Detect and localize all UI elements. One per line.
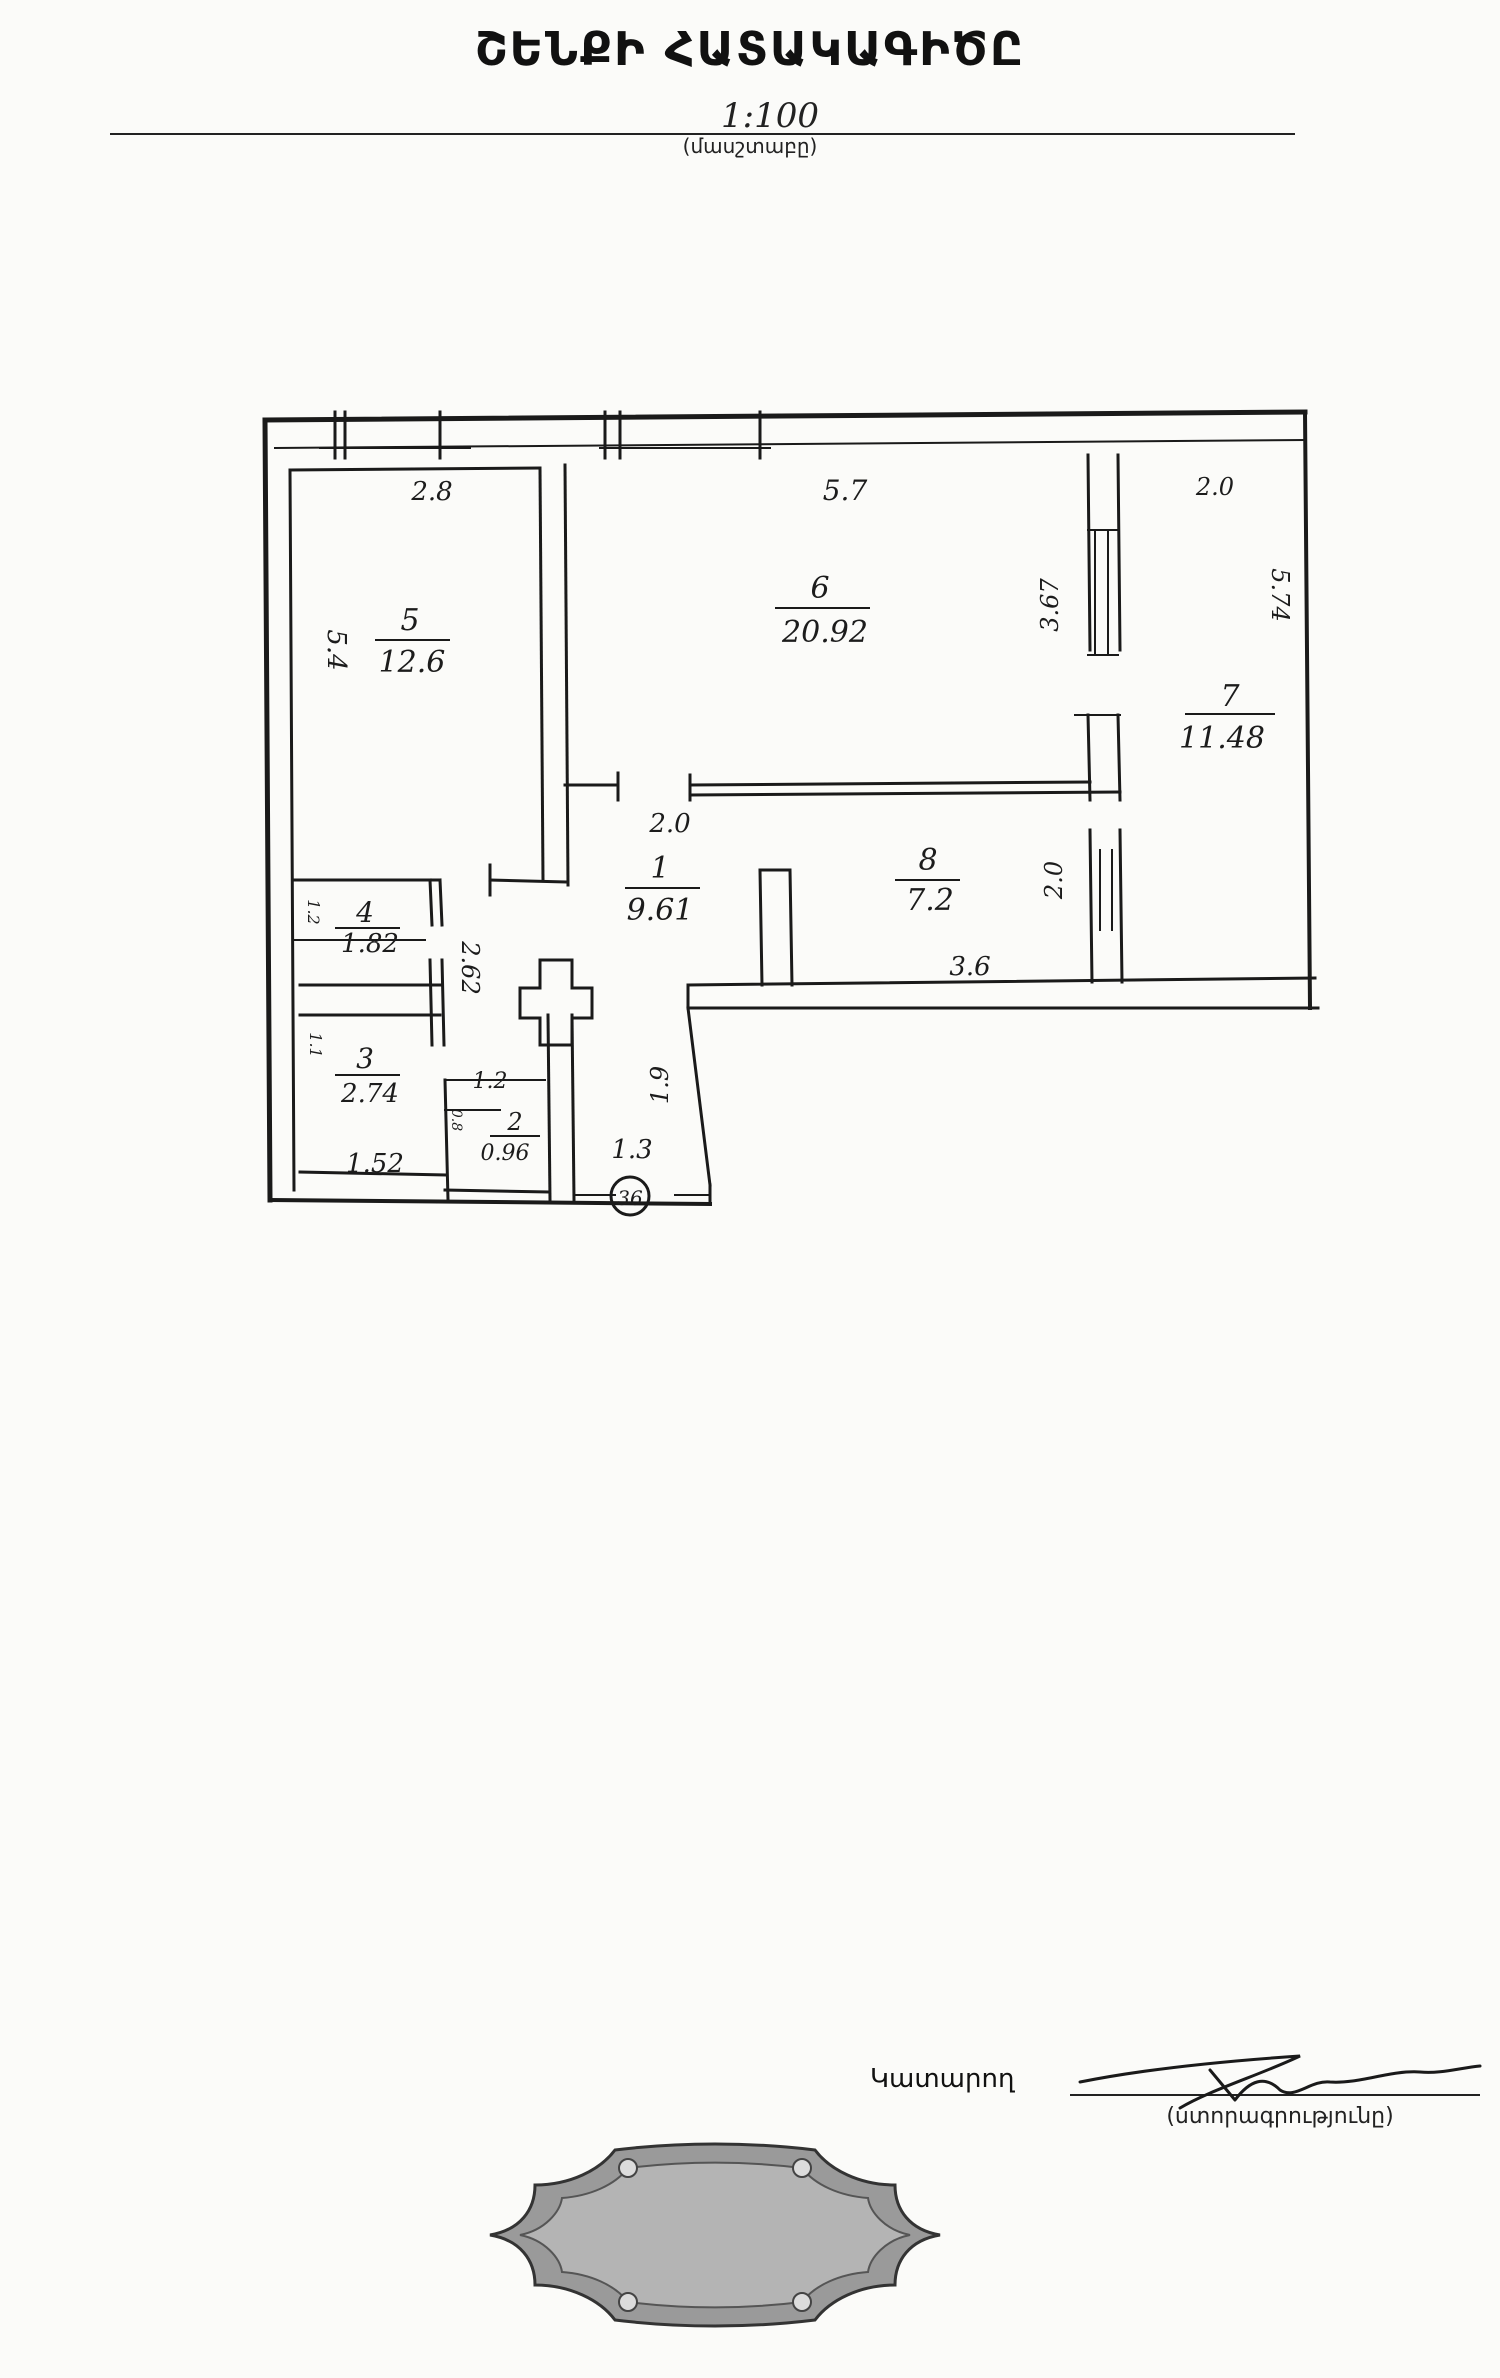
right-wall — [1302, 409, 1313, 1011]
signature-caption: (ստորագրությունը) — [1166, 2104, 1394, 2129]
bottom-wall-right — [686, 976, 1317, 987]
room-3-area: 2.74 — [340, 1079, 399, 1109]
left-wall-inner — [288, 468, 296, 1192]
dim-room5-width: 2.8 — [410, 477, 452, 507]
dim-room7-width: 2.0 — [1195, 473, 1234, 501]
room-2-number: 2 — [506, 1108, 522, 1136]
performer-label: Կատարող — [870, 2064, 1015, 2094]
room-5-number: 5 — [400, 603, 419, 638]
room-5-area: 12.6 — [379, 645, 446, 680]
scale-caption: (մասշտաբը) — [682, 134, 818, 158]
dim-room5-height: 5.4 — [321, 629, 351, 670]
title-rule — [110, 133, 1295, 135]
dim-room8-width: 3.6 — [949, 952, 990, 982]
room-3-number: 3 — [356, 1042, 374, 1075]
floor-plan: 36 1 9.61 2 0.96 3 2.74 4 1.82 5 12.6 6 … — [262, 409, 1320, 1217]
room-4-area: 1.82 — [341, 929, 399, 959]
dim-room4-height: 1.2 — [304, 899, 323, 924]
dim-room8-height: 2.0 — [1040, 861, 1068, 900]
top-wall — [262, 409, 1308, 423]
room-4-number: 4 — [355, 896, 374, 929]
signature-line — [1070, 2094, 1480, 2096]
scale-value: 1:100 — [721, 96, 819, 136]
dim-room6-height: 3.67 — [1036, 578, 1064, 632]
dimension-labels: 2.8 5.7 2.0 5.4 3.67 5.74 2.0 2.0 3.6 2.… — [304, 473, 1294, 1179]
room-6-area: 20.92 — [781, 615, 868, 650]
dim-room3-width: 1.52 — [346, 1149, 404, 1179]
dim-corridor-width: 2.0 — [648, 809, 690, 839]
dim-room7-height: 5.74 — [1266, 568, 1294, 621]
dim-room2-height: 0.8 — [448, 1109, 464, 1131]
room-7-area: 11.48 — [1179, 721, 1265, 756]
room-8-area: 7.2 — [906, 883, 954, 918]
decorative-cartouche — [489, 2142, 941, 2328]
left-wall — [262, 417, 273, 1203]
room-8-number: 8 — [918, 843, 937, 878]
room-labels: 1 9.61 2 0.96 3 2.74 4 1.82 5 12.6 6 20.… — [335, 571, 1275, 1166]
plan-walls — [262, 409, 1320, 1207]
dim-entry-height: 1.9 — [646, 1066, 674, 1104]
dim-room2-width: 1.2 — [473, 1069, 508, 1094]
apartment-marker — [609, 1175, 651, 1217]
room-7-number: 7 — [1220, 679, 1240, 714]
signature-mark — [1078, 2054, 1482, 2110]
room-6-number: 6 — [810, 571, 829, 606]
dim-entry-width: 1.3 — [611, 1135, 652, 1165]
room-1-area: 9.61 — [627, 893, 694, 928]
top-wall-inner — [273, 438, 1307, 450]
bottom-wall-left — [267, 1197, 713, 1207]
dim-room6-width: 5.7 — [823, 474, 868, 507]
room-2-area: 0.96 — [481, 1141, 530, 1166]
document-title: ՇԵՆՔԻ ՀԱՏԱԿԱԳԻԾԸ — [474, 22, 1026, 76]
apartment-number: 36 — [617, 1186, 643, 1210]
dim-hall-height: 2.62 — [456, 940, 484, 994]
room-1-number: 1 — [650, 851, 669, 886]
dim-room3-height: 1.1 — [306, 1032, 325, 1057]
